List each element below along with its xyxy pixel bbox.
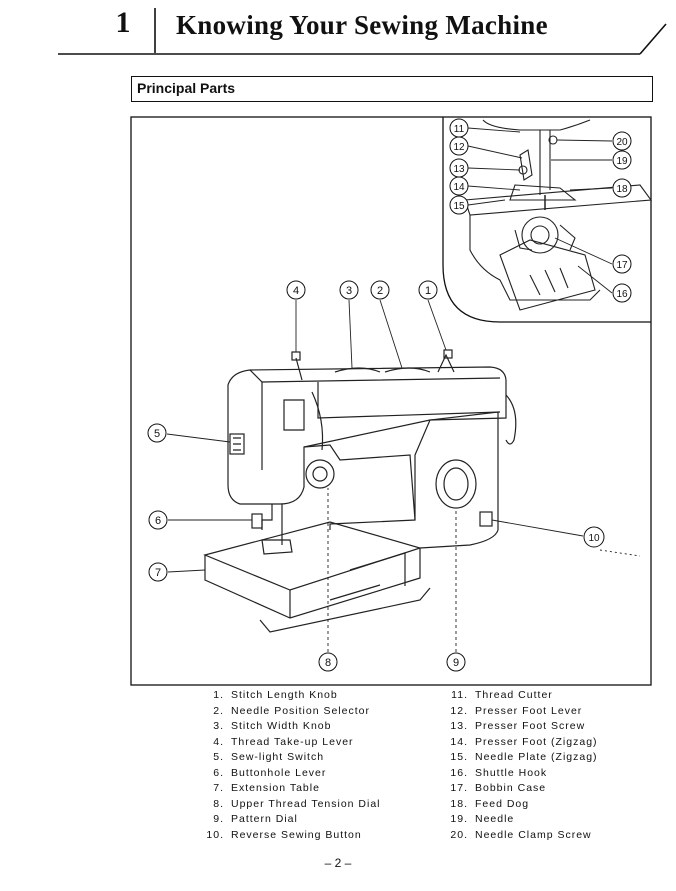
callout-9: 9 <box>446 652 466 672</box>
part-item-15: 15.Needle Plate (Zigzag) <box>450 751 598 763</box>
callout-3: 3 <box>339 280 359 300</box>
part-item-16: 16.Shuttle Hook <box>450 766 548 779</box>
callout-13: 13 <box>449 158 469 178</box>
callout-18-label: 18 <box>616 184 628 195</box>
callout-1-label: 1 <box>425 285 431 297</box>
part-item-14: 14.Presser Foot (Zigzag) <box>450 735 598 748</box>
callout-16-label: 16 <box>616 289 628 300</box>
parts-list-left: 1.Stitch Length Knob 2.Needle Position S… <box>196 689 381 844</box>
part-item-20: 20.Needle Clamp Screw <box>450 828 592 841</box>
callout-2: 2 <box>370 280 390 300</box>
part-item-4: 4.Thread Take-up Lever <box>213 735 354 748</box>
part-item-3: 3.Stitch Width Knob <box>213 720 332 732</box>
callout-20-label: 20 <box>616 137 628 148</box>
part-item-11: 11.Thread Cutter <box>451 689 553 701</box>
callout-1: 1 <box>418 280 438 300</box>
callout-16: 16 <box>612 283 632 303</box>
section-title: Principal Parts <box>137 80 236 96</box>
callout-4-label: 4 <box>293 285 299 297</box>
needle-area-detail <box>464 119 653 311</box>
callout-14: 14 <box>449 176 469 196</box>
callout-10: 10 <box>583 526 605 548</box>
section-heading-box <box>131 76 653 102</box>
callout-19: 19 <box>612 150 632 170</box>
callout-5-label: 5 <box>154 428 160 440</box>
part-item-8: 8.Upper Thread Tension Dial <box>213 797 381 810</box>
callout-9-label: 9 <box>453 657 459 669</box>
callout-8-label: 8 <box>325 657 331 669</box>
part-item-1: 1.Stitch Length Knob <box>213 689 338 701</box>
sewing-machine-body <box>203 349 517 633</box>
part-item-2: 2.Needle Position Selector <box>213 704 370 717</box>
callout-6-label: 6 <box>155 515 161 527</box>
part-item-13: 13.Presser Foot Screw <box>450 720 586 732</box>
part-item-9: 9.Pattern Dial <box>213 813 298 825</box>
chapter-title: Knowing Your Sewing Machine <box>176 10 548 40</box>
main-callouts: 1 2 3 4 5 6 7 8 9 10 <box>147 280 605 672</box>
detail-callouts: 11 12 13 14 15 16 17 18 19 20 <box>449 118 632 303</box>
part-item-17: 17.Bobbin Case <box>450 782 547 794</box>
callout-8: 8 <box>318 652 338 672</box>
part-item-5: 5.Sew-light Switch <box>213 751 325 763</box>
detail-leader-lines <box>467 127 613 294</box>
chapter-number: 1 <box>115 6 131 39</box>
callout-18: 18 <box>612 178 632 198</box>
figure-frame <box>130 116 652 686</box>
callout-7-label: 7 <box>155 567 161 579</box>
part-item-19: 19.Needle <box>450 813 515 825</box>
callout-14-label: 14 <box>453 182 465 193</box>
callout-2-label: 2 <box>377 285 383 297</box>
callout-4: 4 <box>286 280 306 300</box>
page-number: – 2 – <box>324 856 352 870</box>
callout-19-label: 19 <box>616 156 628 167</box>
callout-12: 12 <box>449 136 469 156</box>
callout-17: 17 <box>612 254 632 274</box>
callout-17-label: 17 <box>616 260 628 271</box>
callout-6: 6 <box>148 510 168 530</box>
part-item-10: 10.Reverse Sewing Button <box>206 828 362 841</box>
callout-7: 7 <box>148 562 168 582</box>
detail-inset-frame <box>442 117 651 323</box>
callout-13-label: 13 <box>453 164 465 175</box>
callout-15: 15 <box>449 195 469 215</box>
callout-12-label: 12 <box>453 142 465 153</box>
callout-3-label: 3 <box>346 285 352 297</box>
callout-11-label: 11 <box>454 124 465 135</box>
main-leader-lines <box>166 299 641 652</box>
parts-list-right: 11.Thread Cutter 12.Presser Foot Lever 1… <box>440 689 598 844</box>
callout-10-label: 10 <box>588 533 600 544</box>
part-item-18: 18.Feed Dog <box>450 797 530 810</box>
callout-5: 5 <box>147 423 167 443</box>
callout-20: 20 <box>612 131 632 151</box>
part-item-7: 7.Extension Table <box>213 782 320 794</box>
callout-11: 11 <box>449 118 469 138</box>
part-item-6: 6.Buttonhole Lever <box>213 766 327 779</box>
part-item-12: 12.Presser Foot Lever <box>450 704 583 717</box>
callout-15-label: 15 <box>453 201 465 212</box>
